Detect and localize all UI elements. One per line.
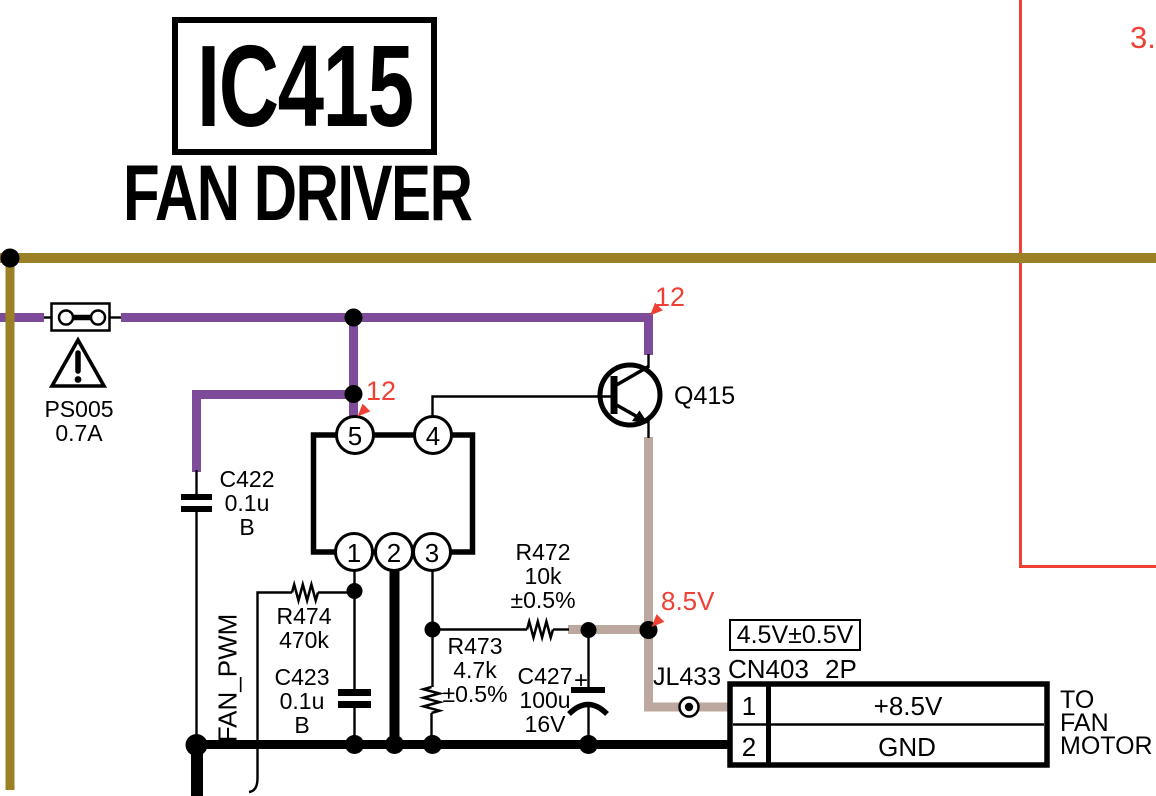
ic-pin5-number: 5 <box>347 421 363 451</box>
junction-pin1-r474 <box>346 583 363 599</box>
r472-label: R472 10k ±0.5% <box>510 539 576 613</box>
pin5-voltage-label: 12 <box>366 376 397 406</box>
c427-plate-curved <box>567 701 609 717</box>
junction-gnd-c423 <box>345 735 364 754</box>
r472-zigzag <box>525 616 555 643</box>
junction-gnd-c427 <box>579 735 598 754</box>
ic-pin3-number: 3 <box>424 538 440 568</box>
emitter-voltage-label: 8.5V <box>661 586 715 616</box>
arrow-12v-pin5 <box>357 403 371 417</box>
jumper-label: JL433 <box>653 663 722 691</box>
arrow-85v <box>651 614 665 627</box>
c422-plate-top <box>181 494 212 500</box>
junction-12v-c422 <box>344 385 363 403</box>
connector-pin1-label: +8.5V <box>873 691 943 721</box>
c422-label: C422 0.1u B <box>219 466 275 540</box>
c427-label: C427 100u 16V <box>517 663 573 737</box>
c422-plate-bottom <box>181 506 212 512</box>
c427-plate-top <box>571 687 605 693</box>
output-spec-box: 4.5V±0.5V <box>729 619 861 651</box>
wire-85v-to-connector <box>644 626 730 712</box>
junction-gnd-r473 <box>423 735 442 754</box>
destination-label: TO FAN MOTOR <box>1060 686 1153 760</box>
arrow-12v-collector <box>650 302 663 316</box>
ic-pin5-circle <box>335 415 375 455</box>
fuse-symbol-right-circle <box>89 309 107 326</box>
title-box: IC415 <box>172 17 437 155</box>
ic-pin1-number: 1 <box>346 538 362 568</box>
c423-plate-top <box>338 689 371 696</box>
junction-gnd-pin2 <box>385 735 404 754</box>
connector-pin-count: 2P <box>825 654 857 684</box>
collector-voltage-label: 12 <box>655 282 686 312</box>
wire-12v-c422-branch <box>192 390 353 472</box>
fuse-symbol-left-circle <box>57 309 75 326</box>
page-boundary-line <box>1019 0 1156 568</box>
transistor-base-bar <box>610 376 618 414</box>
r474-label: R474 470k <box>276 603 332 653</box>
ic-pin4-number: 4 <box>425 421 441 451</box>
wire-fanpwm-net <box>248 591 292 794</box>
transistor-collector-line <box>612 364 650 389</box>
connector-pin2-label: GND <box>878 732 936 762</box>
junction-gnd-left <box>185 734 208 756</box>
r473-label: R473 4.7k ±0.5% <box>442 633 508 707</box>
connector-pin2-number: 2 <box>741 732 757 762</box>
ic-pin1-circle <box>334 532 374 572</box>
junction-c427-top <box>580 622 597 638</box>
transistor-circle <box>597 362 663 428</box>
r473-zigzag <box>418 685 445 715</box>
wire-12v-main <box>121 313 653 355</box>
wire-pin4-to-base <box>431 395 611 417</box>
top-right-partial-label: 3. <box>1130 20 1156 55</box>
c423-label: C423 0.1u B <box>274 664 330 738</box>
junction-pin3-r473 <box>424 621 441 638</box>
c427-polarity-mark: + <box>574 667 589 694</box>
ic-pin2-number: 2 <box>386 538 402 568</box>
connector-pin1-number: 1 <box>741 691 757 721</box>
ic-reference-title: IC415 <box>196 21 414 151</box>
ic-pin3-circle <box>412 532 452 572</box>
fan-pwm-signal-label: FAN_PWM <box>212 613 243 743</box>
fuse-label: PS005 0.7A <box>44 396 114 446</box>
junction-12v-branch <box>344 308 363 327</box>
transistor-label: Q415 <box>674 382 736 410</box>
r474-zigzag <box>290 579 320 606</box>
connector-reference: CN403 <box>728 654 809 684</box>
transistor-emitter-arrow <box>632 410 648 424</box>
junction-bus-left <box>0 248 20 268</box>
warning-exclamation-dot <box>74 376 82 383</box>
jumper-inner-dot <box>684 702 694 712</box>
c423-plate-bottom <box>338 701 371 708</box>
circuit-function-title: FAN DRIVER <box>123 148 473 237</box>
